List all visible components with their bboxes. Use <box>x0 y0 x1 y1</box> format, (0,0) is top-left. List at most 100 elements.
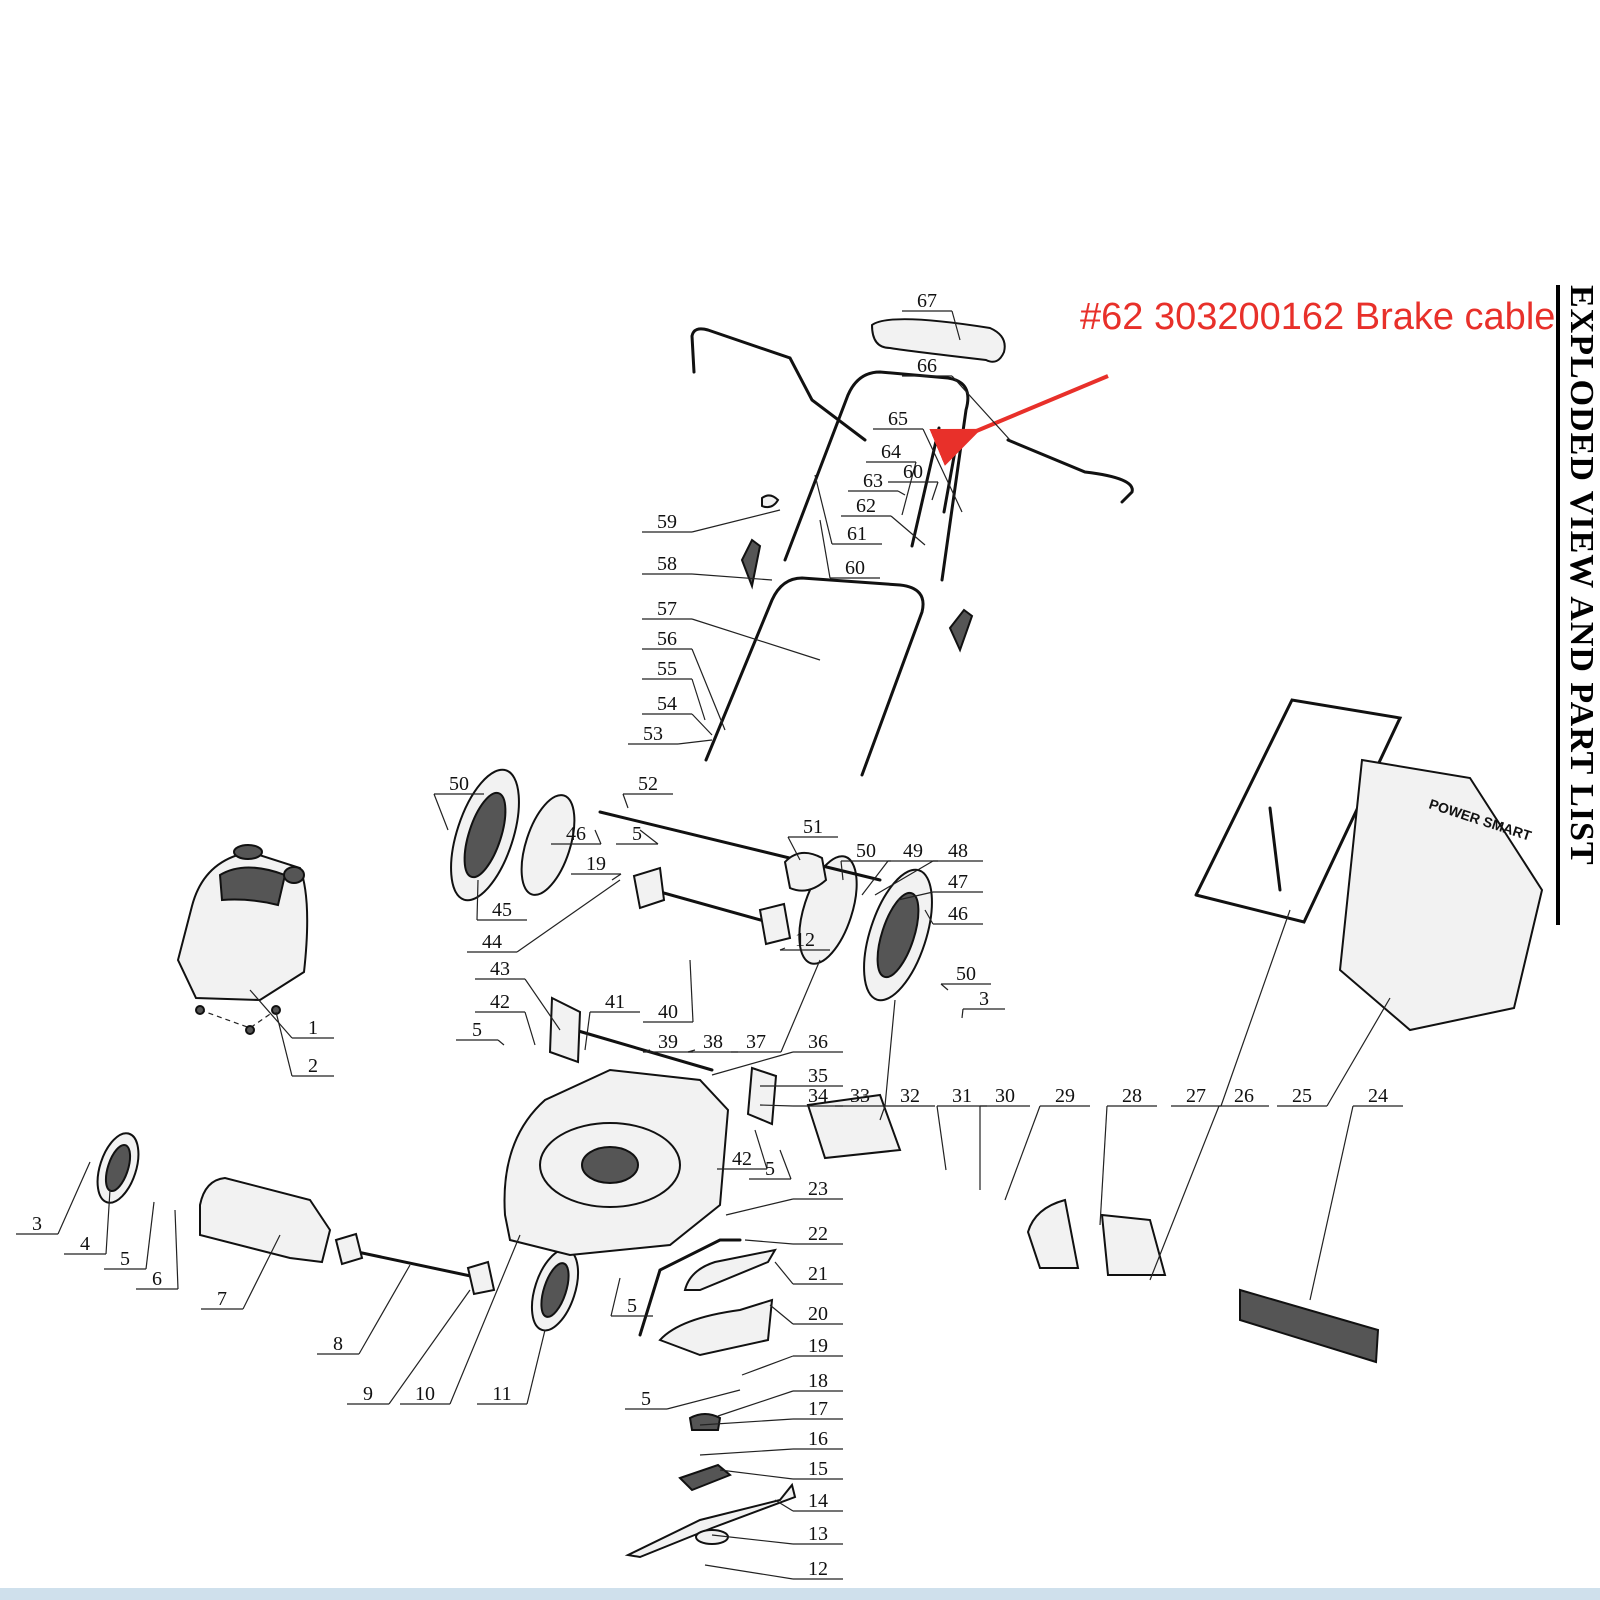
callout-12: 12 <box>704 1558 843 1580</box>
annotation-arrow <box>929 374 1109 466</box>
callout-number: 10 <box>415 1383 435 1405</box>
callout-38: 38 <box>687 1031 738 1053</box>
callout-40: 40 <box>643 959 694 1023</box>
callout-number: 49 <box>903 840 923 862</box>
callout-53: 53 <box>628 723 713 745</box>
height-plate-right <box>746 1066 778 1126</box>
bail-bar-left <box>690 327 867 442</box>
callout-number: 48 <box>948 840 968 862</box>
callout-39: 39 <box>642 1031 693 1053</box>
callout-leader <box>242 1234 281 1310</box>
gearbox <box>783 851 828 892</box>
callout-number: 5 <box>641 1388 651 1410</box>
callout-number: 46 <box>566 823 586 845</box>
callout-number: 21 <box>808 1263 828 1285</box>
callout-leader <box>699 1448 794 1456</box>
callout-number: 52 <box>638 773 658 795</box>
callout-59: 59 <box>642 509 781 533</box>
callout-number: 42 <box>490 991 510 1013</box>
blade-adapter-cup <box>688 1413 722 1431</box>
side-title: EXPLODED VIEW AND PART LIST <box>1556 285 1600 925</box>
callout-number: 36 <box>808 1031 828 1053</box>
callout-leader <box>677 739 713 745</box>
callout-leader <box>741 1355 794 1376</box>
callout-number: 45 <box>492 899 512 921</box>
callout-number: 27 <box>1186 1085 1206 1107</box>
callout-42: 42 <box>717 1129 768 1170</box>
callout-61: 61 <box>814 474 882 545</box>
callout-leader <box>769 1304 794 1325</box>
callout-number: 60 <box>903 461 923 483</box>
callout-number: 34 <box>808 1085 828 1107</box>
axle-bracket-right <box>758 902 792 946</box>
callout-leader <box>691 509 781 533</box>
front-wheel-left <box>96 1132 140 1204</box>
callout-leader <box>689 959 694 1023</box>
callout-number: 24 <box>1368 1085 1388 1107</box>
callout-42: 42 <box>475 991 536 1046</box>
callout-number: 50 <box>956 963 976 985</box>
callout-30: 30 <box>979 1085 1030 1190</box>
blade-assembly <box>624 1238 797 1559</box>
bail-bar-right <box>1006 438 1134 504</box>
callout-leader <box>449 1234 521 1405</box>
callout-43: 43 <box>475 958 561 1031</box>
callout-number: 13 <box>808 1523 828 1545</box>
callout-leader <box>861 860 889 896</box>
callout-number: 63 <box>863 470 883 492</box>
callout-36: 36 <box>711 1031 843 1076</box>
callout-41: 41 <box>584 991 640 1051</box>
discharge-frame <box>1100 1213 1167 1276</box>
callout-number: 59 <box>657 511 677 533</box>
callout-number: 4 <box>80 1233 90 1255</box>
callout-number: 41 <box>605 991 625 1013</box>
callout-number: 57 <box>657 598 677 620</box>
callout-24: 24 <box>1309 1085 1403 1301</box>
callout-number: 60 <box>845 557 865 579</box>
callout-number: 39 <box>658 1031 678 1053</box>
callout-number: 47 <box>948 871 968 893</box>
callout-7: 7 <box>201 1234 281 1310</box>
callout-5: 5 <box>616 823 659 845</box>
callout-6: 6 <box>136 1209 179 1290</box>
callout-leader <box>691 648 726 731</box>
callout-leader <box>516 879 621 953</box>
callout-leader <box>174 1209 179 1290</box>
callout-44: 44 <box>467 879 621 953</box>
callout-leader <box>105 1189 111 1255</box>
callout-number: 6 <box>152 1268 162 1290</box>
callout-leader <box>717 1390 794 1417</box>
handle-assembly <box>690 318 1134 777</box>
callout-14: 14 <box>774 1490 843 1512</box>
callout-leader <box>639 829 659 845</box>
bag-flap <box>1239 1288 1380 1364</box>
callout-65: 65 <box>873 408 963 513</box>
callout-leader <box>951 375 1011 441</box>
mower-deck <box>503 1068 730 1257</box>
callout-leader <box>594 829 602 845</box>
callout-leader <box>497 1039 505 1046</box>
callout-number: 15 <box>808 1458 828 1480</box>
callout-number: 55 <box>657 658 677 680</box>
callout-50: 50 <box>433 773 484 831</box>
callout-46: 46 <box>551 823 602 845</box>
callout-number: 28 <box>1122 1085 1142 1107</box>
callout-13: 13 <box>711 1523 843 1545</box>
callout-60: 60 <box>888 461 939 501</box>
upper-handle <box>783 370 970 582</box>
callout-35: 35 <box>760 1065 843 1087</box>
callout-number: 50 <box>449 773 469 795</box>
callout-number: 29 <box>1055 1085 1075 1107</box>
callout-15: 15 <box>719 1458 843 1480</box>
callout-21: 21 <box>774 1261 843 1285</box>
annotation-label: #62 303200162 Brake cable <box>1080 296 1556 338</box>
callout-leader <box>774 1499 794 1512</box>
callout-5: 5 <box>610 1277 653 1317</box>
callout-number: 11 <box>492 1383 511 1405</box>
callout-number: 1 <box>308 1017 318 1039</box>
callout-leader <box>1004 1105 1041 1201</box>
callout-number: 17 <box>808 1398 828 1420</box>
callout-57: 57 <box>642 598 821 661</box>
callout-2: 2 <box>275 1011 334 1077</box>
